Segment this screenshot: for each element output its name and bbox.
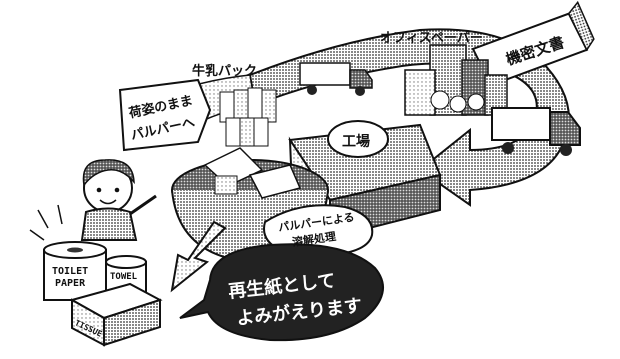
truck-top [299, 62, 373, 96]
sparkle-lines [29, 204, 63, 241]
girl-character [80, 159, 157, 241]
pulper-vat [171, 147, 329, 264]
tissue-box [69, 282, 163, 347]
milk-cartons [219, 87, 277, 147]
towel-label: TOWEL [110, 272, 138, 282]
milk-carton-label: 牛乳パック [192, 64, 258, 79]
factory-label-bubble [327, 120, 389, 158]
flow-arrow-to-products [170, 220, 227, 293]
reborn-bubble [179, 243, 384, 342]
toilet-paper-label-line2: PAPER [55, 278, 86, 289]
as-is-arrow-sign [118, 78, 212, 152]
factory-label: 工場 [342, 134, 370, 150]
office-paper-label: オフィスペーパー [380, 31, 483, 46]
toilet-paper-label-line1: TOILET [52, 266, 89, 277]
truck-right [491, 107, 581, 156]
office-buildings [404, 44, 508, 116]
